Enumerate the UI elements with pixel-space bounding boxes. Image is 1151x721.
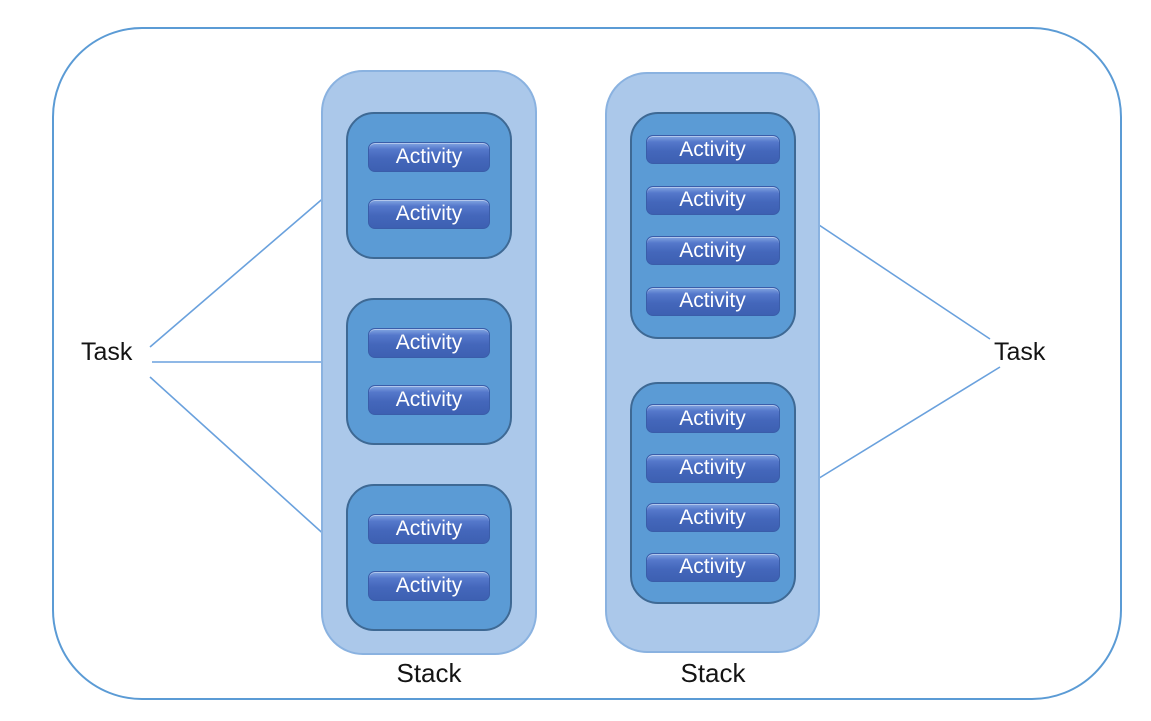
activity-box: Activity (368, 385, 490, 416)
activity-box: Activity (645, 286, 780, 316)
activity-box: Activity (645, 552, 780, 582)
activity-box: Activity (368, 327, 490, 358)
activity-box: Activity (368, 513, 490, 544)
activity-box: Activity (645, 185, 780, 215)
right-task-label: Task (994, 338, 1046, 366)
left-task-label: Task (81, 338, 133, 366)
activity-box: Activity (645, 135, 780, 165)
activity-box: Activity (645, 503, 780, 533)
left-stack-label: Stack (396, 658, 462, 688)
activity-box: Activity (368, 141, 490, 172)
right-stack-label: Stack (680, 658, 746, 688)
activity-box: Activity (368, 199, 490, 230)
activity-box: Activity (645, 404, 780, 434)
activity-box: Activity (645, 453, 780, 483)
activity-box: Activity (368, 571, 490, 602)
activity-box: Activity (645, 236, 780, 266)
outer-boundary-frame (52, 27, 1122, 700)
